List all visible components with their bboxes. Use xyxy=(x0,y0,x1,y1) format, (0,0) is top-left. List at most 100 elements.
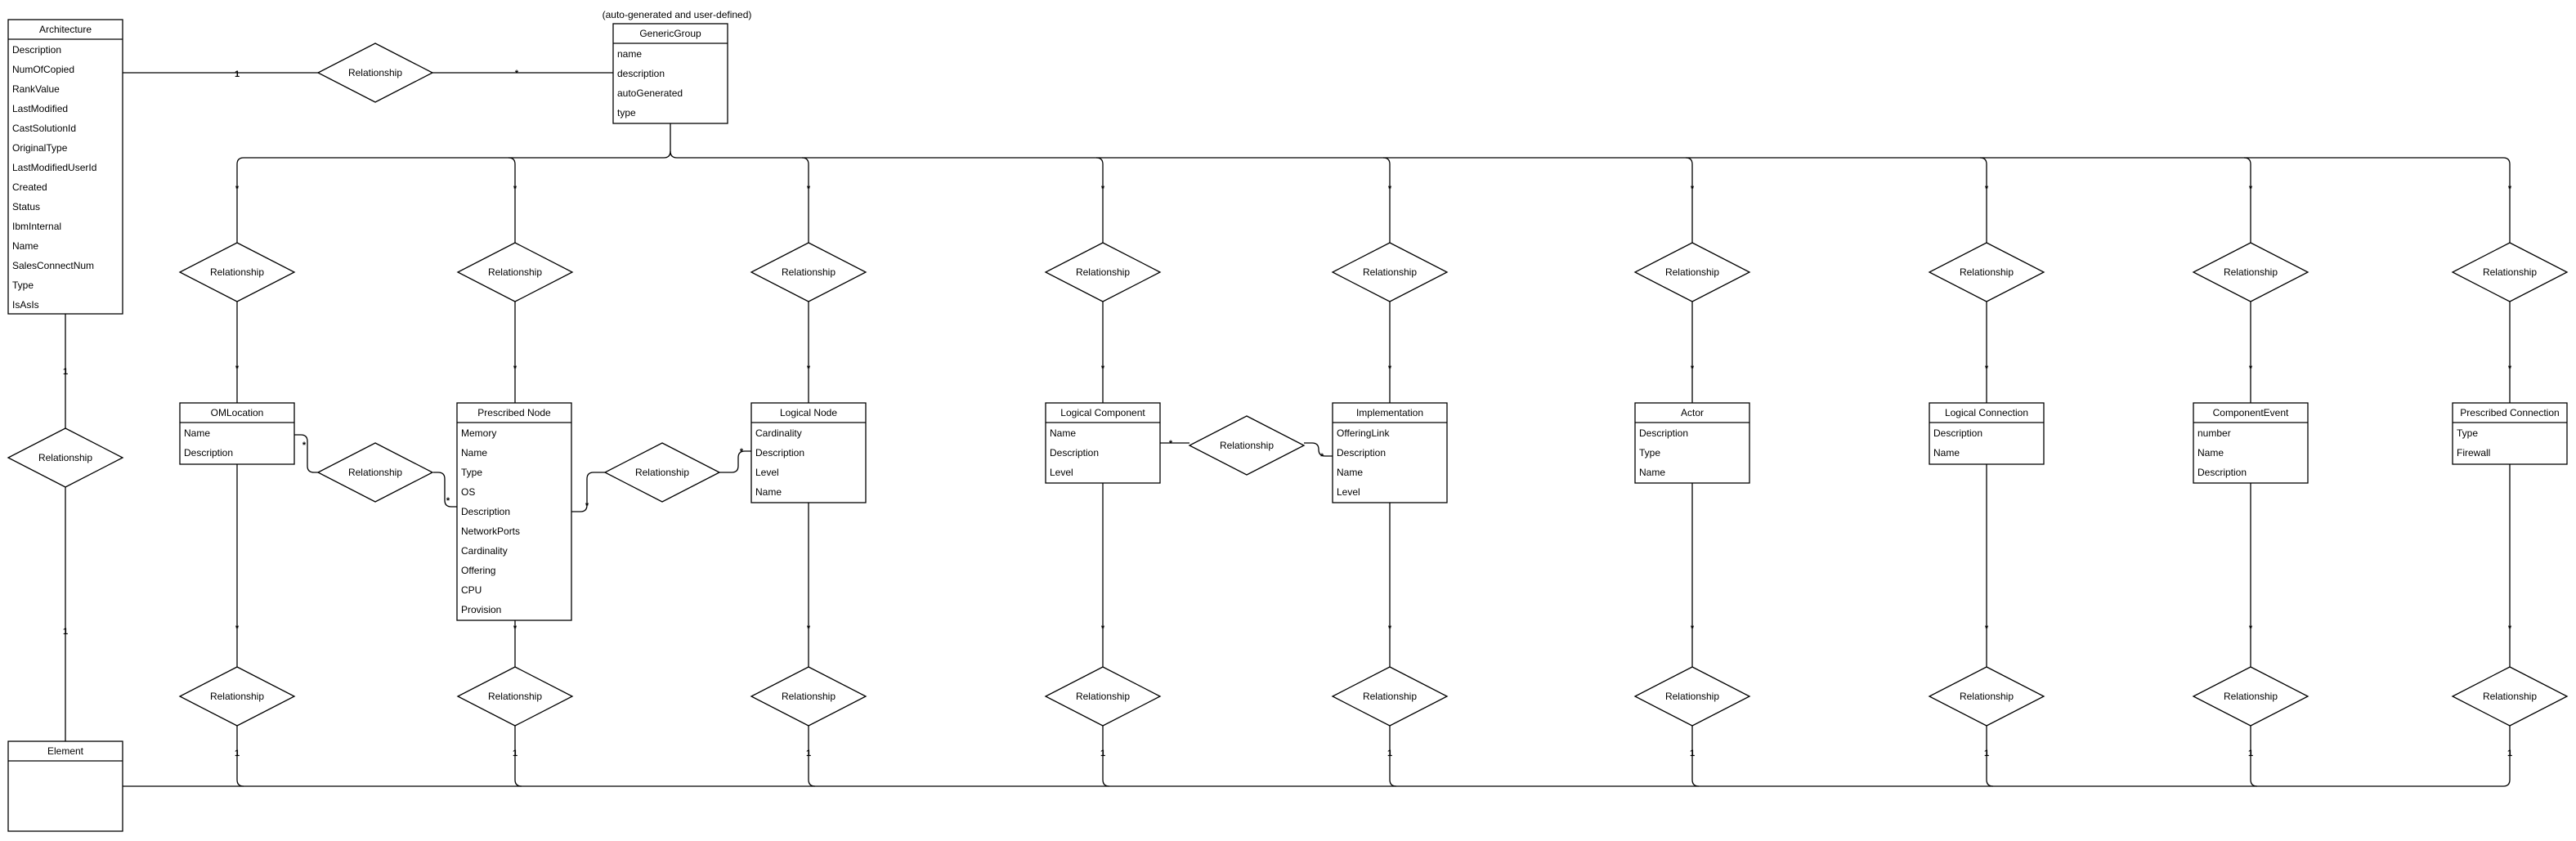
cardinality-many: * xyxy=(2508,364,2512,374)
cardinality-many: * xyxy=(1169,439,1173,449)
entity-attribute: Name xyxy=(461,447,487,459)
cardinality-one: 1 xyxy=(1984,749,1989,758)
entity-box xyxy=(612,23,728,124)
connector xyxy=(514,779,522,787)
relationship-label: Relationship xyxy=(2224,691,2278,702)
cardinality-one: 1 xyxy=(806,749,811,758)
cardinality-one: 1 xyxy=(2507,749,2512,758)
relationship-label: Relationship xyxy=(210,691,264,702)
cardinality-many: * xyxy=(807,624,811,633)
relationship-label: Relationship xyxy=(1363,691,1417,702)
relationship-label: Relationship xyxy=(348,467,402,478)
cardinality-many: * xyxy=(807,184,811,194)
cardinality-many: * xyxy=(2249,364,2253,374)
entity-attribute: Cardinality xyxy=(461,545,508,557)
relationship-shape xyxy=(178,242,296,302)
cardinality-many: * xyxy=(1388,364,1392,374)
entity-generic-group: GenericGroupnamedescriptionautoGenerated… xyxy=(612,23,728,124)
cardinality-many: * xyxy=(235,624,240,633)
relationship-shape xyxy=(1633,242,1751,302)
cardinality-many: * xyxy=(513,184,517,194)
entity-title: OMLocation xyxy=(211,407,264,418)
relationship-shape xyxy=(2451,666,2569,727)
cardinality-one: 1 xyxy=(2248,749,2253,758)
entity-prescribed-node: Prescribed NodeMemoryNameTypeOSDescripti… xyxy=(456,402,572,621)
entity-attribute: Description xyxy=(184,447,233,459)
cardinality-one: 1 xyxy=(63,627,68,637)
entity-box xyxy=(456,402,572,621)
entity-attribute: Name xyxy=(755,486,782,498)
cardinality-one: 1 xyxy=(1100,749,1105,758)
entity-box xyxy=(1332,402,1448,503)
relationship-diamond: Relationship xyxy=(456,666,574,727)
connector xyxy=(2243,157,2251,165)
relationship-diamond: Relationship xyxy=(2451,242,2569,302)
entity-box xyxy=(7,740,123,832)
relationship-label: Relationship xyxy=(782,266,836,278)
relationship-label: Relationship xyxy=(1363,266,1417,278)
entity-attribute: Name xyxy=(1050,427,1076,439)
entity-box xyxy=(179,402,295,465)
connector xyxy=(808,779,816,787)
entity-attribute: Name xyxy=(2197,447,2224,459)
relationship-diamond: Relationship xyxy=(2192,242,2309,302)
relationship-diamond: Relationship xyxy=(1928,242,2045,302)
connector xyxy=(433,472,457,508)
entity-attribute: Description xyxy=(1050,447,1099,459)
relationship-diamond: Relationship xyxy=(1044,666,1162,727)
connector xyxy=(670,150,2511,165)
cardinality-many: * xyxy=(807,364,811,374)
connector xyxy=(1095,157,1104,165)
relationship-diamond: Relationship xyxy=(1331,666,1449,727)
cardinality-many: * xyxy=(1388,184,1392,194)
cardinality-many: * xyxy=(1691,624,1695,633)
group-note: (auto-generated and user-defined) xyxy=(603,9,752,20)
relationship-label: Relationship xyxy=(635,467,689,478)
connector xyxy=(1979,157,1987,165)
connector xyxy=(801,157,809,165)
cardinality-many: * xyxy=(740,447,744,457)
entity-attribute: Description xyxy=(461,506,510,517)
relationship-shape xyxy=(1044,666,1162,727)
connector xyxy=(1986,779,1994,787)
entity-attribute: Description xyxy=(1337,447,1386,459)
relationship-diamond: Relationship xyxy=(178,242,296,302)
connector xyxy=(1685,157,1693,165)
relationship-diamond: Relationship xyxy=(750,242,867,302)
entity-attribute: Cardinality xyxy=(755,427,802,439)
entity-attribute: Name xyxy=(1337,467,1363,478)
entity-attribute: OS xyxy=(461,486,475,498)
connector-lines xyxy=(65,72,2511,787)
entity-attribute: IsAsIs xyxy=(12,299,39,311)
entity-box xyxy=(1045,402,1161,484)
entity-attribute: Name xyxy=(1933,447,1960,459)
connector xyxy=(1382,157,1391,165)
entity-title: Logical Node xyxy=(780,407,837,418)
relationship-shape xyxy=(2192,666,2309,727)
entity-attribute: Type xyxy=(461,467,482,478)
entity-attribute: Memory xyxy=(461,427,496,439)
entity-attribute: IbmInternal xyxy=(12,221,61,232)
relationship-shape xyxy=(1188,415,1306,476)
cardinality-many: * xyxy=(2508,624,2512,633)
relationship-diamond: Relationship xyxy=(456,242,574,302)
entity-attribute: RankValue xyxy=(12,83,60,95)
relationship-label: Relationship xyxy=(2483,266,2537,278)
relationship-label: Relationship xyxy=(1960,266,2014,278)
entity-box xyxy=(2452,402,2568,465)
entity-attribute: Type xyxy=(2457,427,2478,439)
cardinality-many: * xyxy=(2508,184,2512,194)
entity-attribute: Description xyxy=(2197,467,2247,478)
cardinality-many: * xyxy=(515,69,519,78)
relationship-shape xyxy=(1928,666,2045,727)
relationship-label: Relationship xyxy=(1076,266,1130,278)
relationship-label: Relationship xyxy=(782,691,836,702)
relationship-label: Relationship xyxy=(38,452,92,463)
entity-attribute: Level xyxy=(755,467,779,478)
relationship-diamond: Relationship xyxy=(2192,666,2309,727)
entity-attribute: Description xyxy=(755,447,804,459)
cardinality-many: * xyxy=(1388,624,1392,633)
relationship-shape xyxy=(2451,242,2569,302)
